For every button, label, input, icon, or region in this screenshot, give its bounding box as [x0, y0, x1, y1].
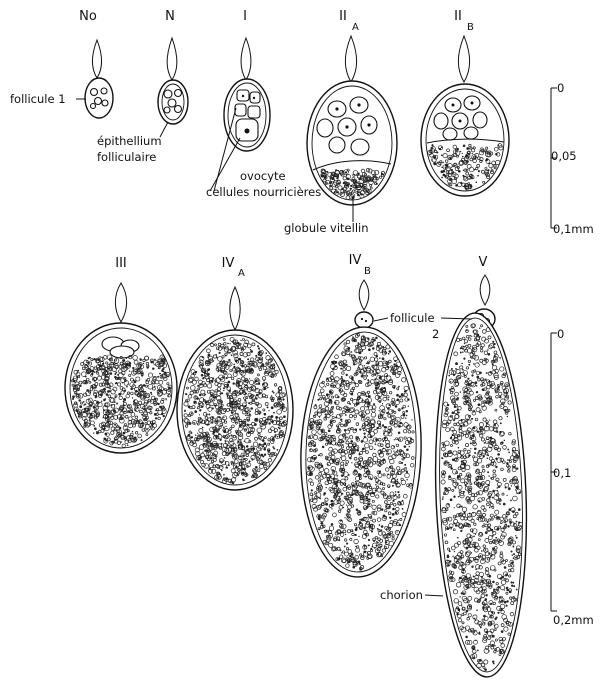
stage-IIB-follicle: [421, 36, 509, 196]
stalk-III: [115, 283, 126, 322]
stalk-N: [167, 38, 177, 80]
stage-label-IVB: IV B: [349, 253, 371, 277]
stalk-V: [480, 275, 490, 305]
leader-ovocyte: [210, 138, 240, 191]
stage-label-IVA: IV A: [222, 256, 245, 279]
leader-chorion: [425, 595, 443, 596]
label-globule-vitellin: globule vitellin: [284, 221, 369, 235]
scale-bottom-tick-2: 0,2mm: [553, 613, 594, 627]
scale-top-tick-2: 0,1mm: [553, 222, 594, 236]
stage-IIA-follicle: [307, 36, 397, 205]
scale-top-tick-0: 0: [557, 81, 564, 95]
stalk-IIA: [345, 36, 356, 82]
stage-IVA-follicle: [177, 287, 293, 490]
label-epithelium-line1: épithellium: [97, 134, 162, 148]
label-follicule-2-line2: 2: [432, 327, 439, 341]
stage-label-V: V: [479, 255, 488, 270]
label-chorion: chorion: [380, 588, 423, 602]
stalk-IIB: [458, 36, 469, 82]
label-ovocyte: ovocyte: [240, 169, 286, 183]
label-cellules-nourricieres: cellules nourricières: [206, 185, 321, 199]
stage-label-IIB: II B: [454, 9, 474, 33]
stage-V-follicle: [430, 275, 533, 678]
scale-bar-top: 0 0,05 0,1mm: [551, 81, 594, 236]
leader-follicule-2-left: [374, 318, 388, 321]
leader-epithelium: [160, 122, 168, 137]
stage-label-No: No: [79, 9, 97, 24]
stalk-IVA: [230, 287, 241, 330]
stage-label-IIA-main: II: [339, 9, 347, 24]
scale-bottom-tick-0: 0: [557, 327, 564, 341]
stage-label-IVA-main: IV: [222, 256, 235, 271]
label-follicule-1: follicule 1: [10, 92, 66, 106]
stage-label-IVA-sub: A: [238, 268, 245, 279]
cells-I: [235, 90, 260, 141]
stage-No-follicle: [85, 40, 113, 118]
stage-label-I: I: [243, 9, 247, 24]
scale-bar-bottom: 0 0,1 0,2mm: [551, 327, 594, 627]
stalk-I: [241, 38, 251, 80]
scale-top-tick-1: 0,05: [551, 149, 577, 163]
stage-label-IIA-sub: A: [352, 22, 359, 33]
scale-bottom-tick-1: 0,1: [553, 466, 571, 480]
stage-label-IIA: II A: [339, 9, 359, 33]
stage-N-follicle: [158, 38, 188, 124]
stage-label-IIB-main: II: [454, 9, 462, 24]
follicle-2-IVB: [355, 312, 373, 328]
stage-label-IVB-sub: B: [364, 266, 371, 277]
stalk-No: [92, 40, 101, 78]
label-follicule-2-line1: follicule: [390, 311, 435, 325]
label-epithelium-line2: folliculaire: [97, 150, 156, 164]
stage-label-III: III: [115, 256, 127, 271]
stage-label-IVB-main: IV: [349, 253, 362, 268]
stage-I-follicle: [224, 38, 270, 151]
stage-III-follicle: [65, 283, 177, 453]
stage-label-IIB-sub: B: [467, 22, 474, 33]
stage-label-N: N: [165, 9, 175, 24]
stalk-IVB: [359, 280, 369, 310]
